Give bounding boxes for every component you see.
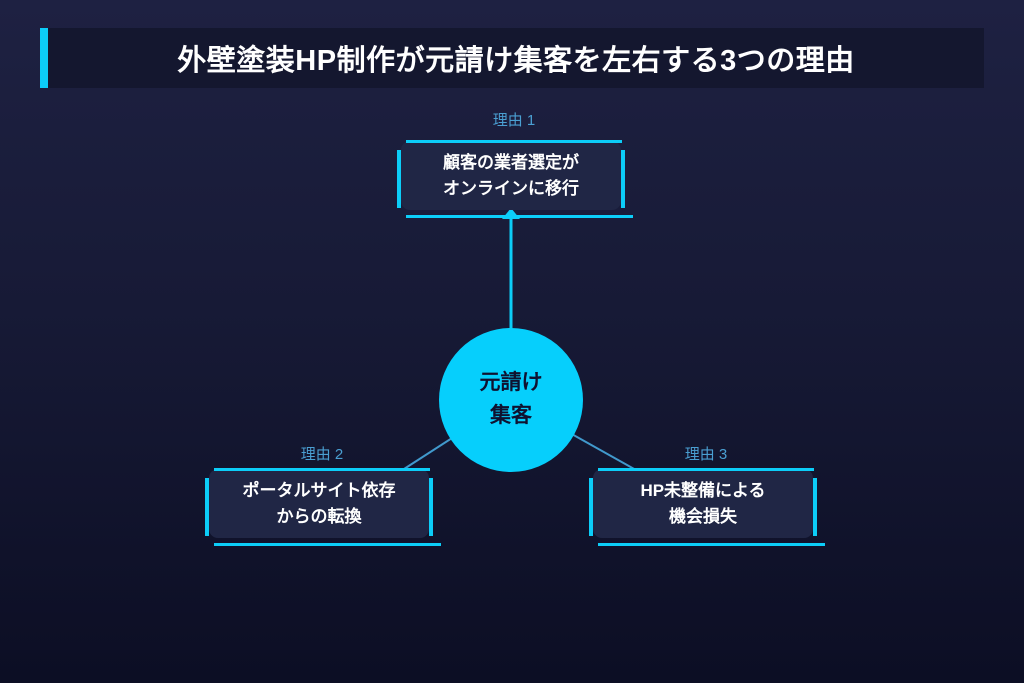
reason-1-text-line1: 顧客の業者選定が [443, 153, 579, 172]
box-left-accent-bar [397, 150, 401, 208]
reason-2-text: ポータルサイト依存 からの転換 [243, 478, 396, 529]
title-bar: 外壁塗装HP制作が元請け集客を左右する3つの理由 [48, 28, 984, 88]
reason-3-text: HP未整備による 機会損失 [640, 478, 765, 529]
reason-1-box: 顧客の業者選定が オンラインに移行 [397, 140, 633, 218]
reason-3-box: HP未整備による 機会損失 [589, 468, 825, 546]
box-right-accent-bar [429, 478, 433, 536]
box-left-accent-bar [205, 478, 209, 536]
center-node-circle: 元請け 集客 [439, 328, 583, 472]
center-node-line1: 元請け [479, 371, 543, 395]
reason-2-box: ポータルサイト依存 からの転換 [205, 468, 441, 546]
box-right-accent-bar [813, 478, 817, 536]
reason-1-text-line2: オンラインに移行 [443, 178, 579, 198]
reason-3-label: 理由 3 [684, 446, 728, 463]
reason-3-text-line1: HP未整備による [640, 481, 766, 500]
reason-2-label: 理由 2 [300, 446, 344, 463]
box-right-accent-bar [621, 150, 625, 208]
title-accent-bar [40, 28, 48, 88]
reason-2-text-line2: からの転換 [276, 506, 362, 526]
reason-2-text-line1: ポータルサイト依存 [242, 481, 396, 500]
center-node-line2: 集客 [490, 404, 532, 427]
reason-1-text: 顧客の業者選定が オンラインに移行 [443, 150, 579, 201]
box-left-accent-bar [589, 478, 593, 536]
page-title: 外壁塗装HP制作が元請け集客を左右する3つの理由 [177, 45, 855, 77]
reason-1-label: 理由 1 [492, 112, 536, 129]
reason-3-text-line2: 機会損失 [668, 506, 737, 526]
